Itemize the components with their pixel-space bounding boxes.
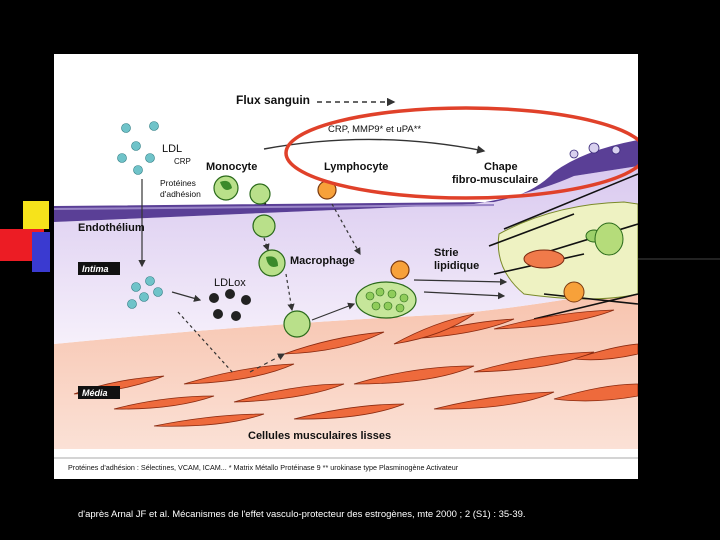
blood-flow-label: Flux sanguin	[236, 93, 310, 107]
atherosclerosis-figure: Flux sanguin LDL CRP Protéines d'adhésio…	[54, 54, 638, 479]
endothelium-label: Endothélium	[78, 222, 145, 234]
smooth-muscle-cells	[73, 309, 638, 427]
smooth-muscle-label: Cellules musculaires lisses	[248, 430, 391, 442]
deco-blue-square	[32, 232, 50, 272]
monocyte-label: Monocyte	[206, 161, 257, 173]
ldlox-label: LDLox	[214, 277, 246, 289]
adhesion-proteins-line1: Protéines	[160, 178, 196, 188]
cap-label-line1: Chape	[484, 161, 518, 173]
media-label-box	[78, 386, 120, 399]
macrophage-label: Macrophage	[290, 255, 355, 267]
deco-dark-line	[638, 258, 720, 260]
mediators-label: CRP, MMP9* et uPA**	[328, 124, 421, 135]
endothelium-band	[54, 140, 638, 222]
cap-label-line2: fibro-musculaire	[452, 174, 538, 186]
fatty-streak-line1: Strie	[434, 247, 458, 259]
ldl-label: LDL	[162, 143, 182, 155]
deco-yellow-square	[23, 201, 49, 229]
adhesion-proteins-line2: d'adhésion	[160, 189, 201, 199]
ldlox-particles	[209, 289, 251, 321]
crp-small-label: CRP	[174, 157, 191, 166]
intima-label-box	[78, 262, 120, 275]
intima-label: Intima	[82, 264, 109, 274]
lymphocyte-label: Lymphocyte	[324, 161, 388, 173]
ldl-particles	[117, 121, 163, 309]
media-label: Média	[82, 388, 108, 398]
legend-text: Protéines d'adhésion : Sélectines, VCAM,…	[68, 463, 459, 472]
fatty-streak-line2: lipidique	[434, 260, 479, 272]
source-caption: d'après Arnal JF et al. Mécanismes de l'…	[78, 509, 526, 520]
highlight-ellipse	[284, 106, 638, 200]
fibro-lines	[488, 173, 638, 320]
